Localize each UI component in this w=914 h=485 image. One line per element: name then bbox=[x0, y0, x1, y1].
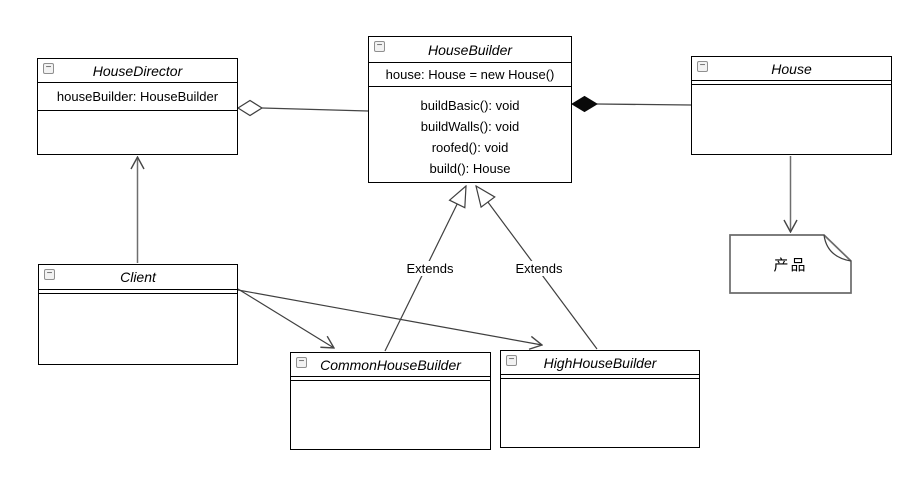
method-row: buildBasic(): void bbox=[420, 98, 520, 113]
class-client[interactable]: − Client bbox=[38, 264, 238, 365]
class-house[interactable]: − House bbox=[691, 56, 892, 155]
class-title-bar: − House bbox=[692, 57, 891, 81]
class-title: House bbox=[771, 60, 812, 77]
class-title-bar: − Client bbox=[39, 265, 237, 290]
class-title-bar: − HighHouseBuilder bbox=[501, 351, 699, 375]
note-shape[interactable] bbox=[729, 234, 852, 294]
empty-attribute-strip bbox=[692, 81, 891, 85]
attribute-row: house: House = new House() bbox=[369, 63, 571, 87]
edge-aggregation-director-builder[interactable] bbox=[236, 99, 369, 117]
class-title: HouseBuilder bbox=[427, 41, 513, 58]
class-body bbox=[501, 379, 699, 447]
methods-compartment: buildBasic(): void buildWalls(): void ro… bbox=[369, 87, 571, 182]
class-body bbox=[692, 85, 891, 154]
collapse-icon[interactable]: − bbox=[506, 355, 517, 366]
class-title-bar: − HouseBuilder bbox=[369, 37, 571, 63]
collapse-icon[interactable]: − bbox=[374, 41, 385, 52]
class-body bbox=[38, 111, 237, 154]
empty-attribute-strip bbox=[291, 377, 490, 381]
class-title-bar: − CommonHouseBuilder bbox=[291, 353, 490, 377]
class-high-house-builder[interactable]: − HighHouseBuilder bbox=[500, 350, 700, 448]
class-common-house-builder[interactable]: − CommonHouseBuilder bbox=[290, 352, 491, 450]
class-title: CommonHouseBuilder bbox=[320, 356, 461, 373]
class-title: HouseDirector bbox=[92, 62, 183, 79]
class-title-bar: − HouseDirector bbox=[38, 59, 237, 83]
collapse-icon[interactable]: − bbox=[43, 63, 54, 74]
empty-attribute-strip bbox=[39, 290, 237, 294]
attribute-row: houseBuilder: HouseBuilder bbox=[38, 83, 237, 111]
edge-client-to-highbuilder[interactable] bbox=[237, 289, 542, 345]
empty-attribute-strip bbox=[501, 375, 699, 379]
class-title: HighHouseBuilder bbox=[543, 354, 657, 371]
composition-diamond-icon bbox=[571, 95, 598, 113]
class-body bbox=[291, 381, 490, 449]
note-text: 产品 bbox=[773, 257, 808, 274]
class-title: Client bbox=[120, 269, 156, 285]
class-house-director[interactable]: − HouseDirector houseBuilder: HouseBuild… bbox=[37, 58, 238, 155]
edge-label-extends-right: Extends bbox=[510, 261, 568, 276]
class-body bbox=[39, 294, 237, 364]
class-house-builder[interactable]: − HouseBuilder house: House = new House(… bbox=[368, 36, 572, 183]
edge-label-extends-left: Extends bbox=[401, 261, 459, 276]
aggregation-diamond-icon bbox=[236, 99, 264, 117]
method-row: roofed(): void bbox=[431, 140, 509, 155]
collapse-icon[interactable]: − bbox=[697, 61, 708, 72]
collapse-icon[interactable]: − bbox=[44, 269, 55, 280]
method-row: build(): House bbox=[429, 161, 511, 176]
collapse-icon[interactable]: − bbox=[296, 357, 307, 368]
note-fold-icon bbox=[823, 234, 852, 262]
edge-composition-builder-house[interactable] bbox=[571, 95, 692, 113]
edge-client-to-commonbuilder[interactable] bbox=[237, 288, 334, 348]
method-row: buildWalls(): void bbox=[420, 119, 520, 134]
